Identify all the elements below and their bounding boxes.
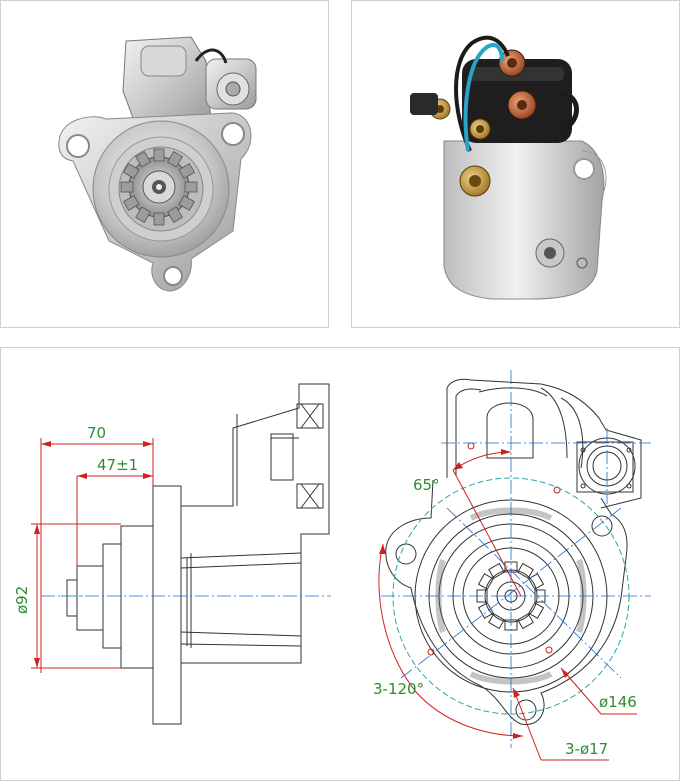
starter-front-photo [0, 0, 329, 328]
side-view [66, 383, 330, 725]
front-center-lines [381, 370, 651, 748]
side-dimensions [31, 438, 154, 673]
bolt-circle-label: ø146 [599, 693, 637, 711]
dim-pinion-label: 47±1 [97, 456, 138, 474]
bolt-holes-label: 3-ø17 [565, 740, 608, 758]
front-view [385, 378, 642, 725]
starter-rear-photo [351, 0, 680, 328]
front-dimensions [378, 451, 637, 761]
side-arrowheads [34, 441, 153, 668]
angle-label: 65° [413, 476, 440, 494]
bolt-spacing-label: 3-120° [373, 680, 424, 698]
dim-length-label: 70 [87, 424, 106, 442]
technical-drawing: 70 47±1 ø92 [0, 347, 680, 781]
dim-diameter-label: ø92 [13, 586, 31, 614]
front-arrowheads [379, 449, 569, 739]
